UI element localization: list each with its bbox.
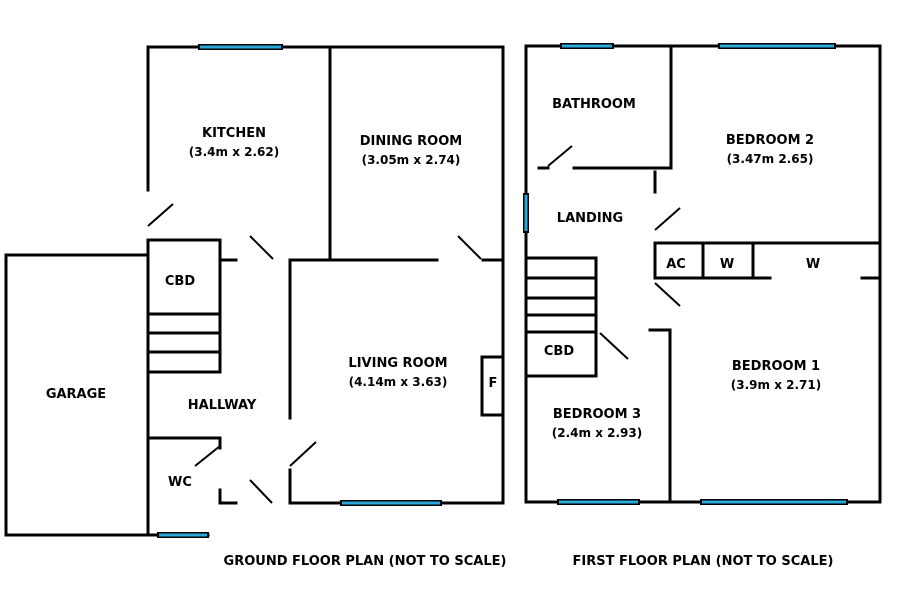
wc-label: WC <box>168 475 192 490</box>
garage-walls <box>4 253 150 537</box>
first-floor-caption: FIRST FLOOR PLAN (NOT TO SCALE) <box>573 554 834 569</box>
ground-interior-walls <box>146 45 505 505</box>
wardrobe-2-label: W <box>806 257 820 272</box>
living-room-label: LIVING ROOM <box>348 356 447 371</box>
first-interior-walls <box>524 44 882 504</box>
garage-label: GARAGE <box>46 387 106 402</box>
kitchen-label: KITCHEN <box>202 126 266 141</box>
ground-windows <box>157 44 442 538</box>
first-windows <box>523 43 848 505</box>
ground-floor-caption: GROUND FLOOR PLAN (NOT TO SCALE) <box>224 554 507 569</box>
first-cbd-label: CBD <box>544 344 574 359</box>
ground-floor-plan: KITCHEN (3.4m x 2.62) DINING ROOM (3.05m… <box>4 44 505 538</box>
bedroom2-size: (3.47m 2.65) <box>727 152 814 166</box>
hallway-label: HALLWAY <box>188 398 257 413</box>
ground-doors <box>147 203 482 504</box>
kitchen-size: (3.4m x 2.62) <box>189 145 279 159</box>
dining-room-label: DINING ROOM <box>360 134 462 149</box>
bedroom3-label: BEDROOM 3 <box>553 407 641 422</box>
bedroom1-label: BEDROOM 1 <box>732 359 820 374</box>
fireplace-label: F <box>489 376 498 391</box>
ac-label: AC <box>666 257 686 272</box>
first-floor-plan: BATHROOM BEDROOM 2 (3.47m 2.65) LANDING … <box>523 43 882 505</box>
bedroom1-size: (3.9m x 2.71) <box>731 378 821 392</box>
bathroom-label: BATHROOM <box>552 97 636 112</box>
living-room-size: (4.14m x 3.63) <box>349 375 448 389</box>
cbd-label: CBD <box>165 274 195 289</box>
bedroom3-size: (2.4m x 2.93) <box>552 426 642 440</box>
dining-room-size: (3.05m x 2.74) <box>362 153 461 167</box>
first-doors <box>547 145 681 360</box>
landing-label: LANDING <box>557 211 623 226</box>
bedroom2-label: BEDROOM 2 <box>726 133 814 148</box>
wardrobe-1-label: W <box>720 257 734 272</box>
